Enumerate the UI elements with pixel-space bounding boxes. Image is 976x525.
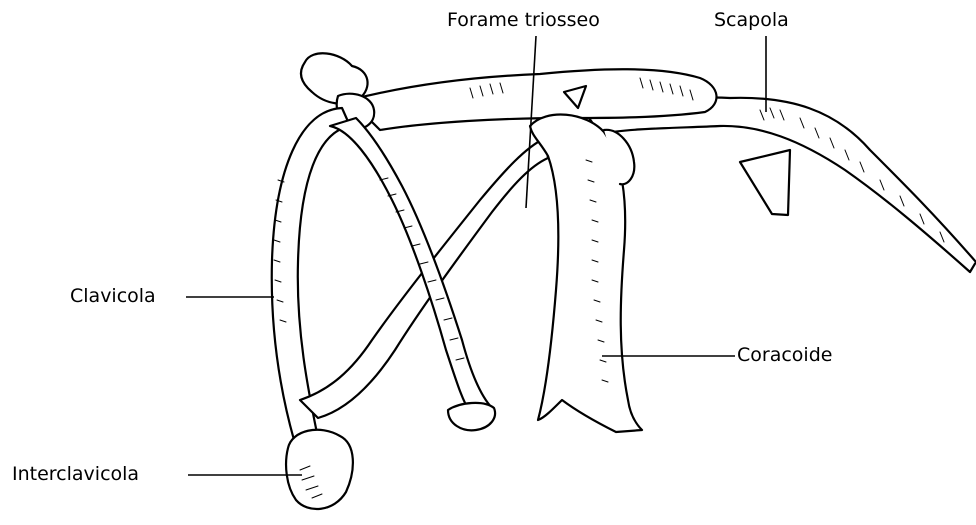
label-interclavicola: Interclavicola bbox=[12, 465, 139, 484]
scapola-bone bbox=[585, 98, 976, 272]
label-clavicola: Clavicola bbox=[70, 287, 156, 306]
label-scapola: Scapola bbox=[714, 11, 789, 30]
coracoide-bone bbox=[530, 115, 642, 432]
interclavicola-bone bbox=[286, 430, 353, 509]
clavicola-bone bbox=[272, 108, 548, 440]
label-forame-triosseo: Forame triosseo bbox=[447, 11, 600, 30]
label-coracoide: Coracoide bbox=[737, 346, 832, 365]
